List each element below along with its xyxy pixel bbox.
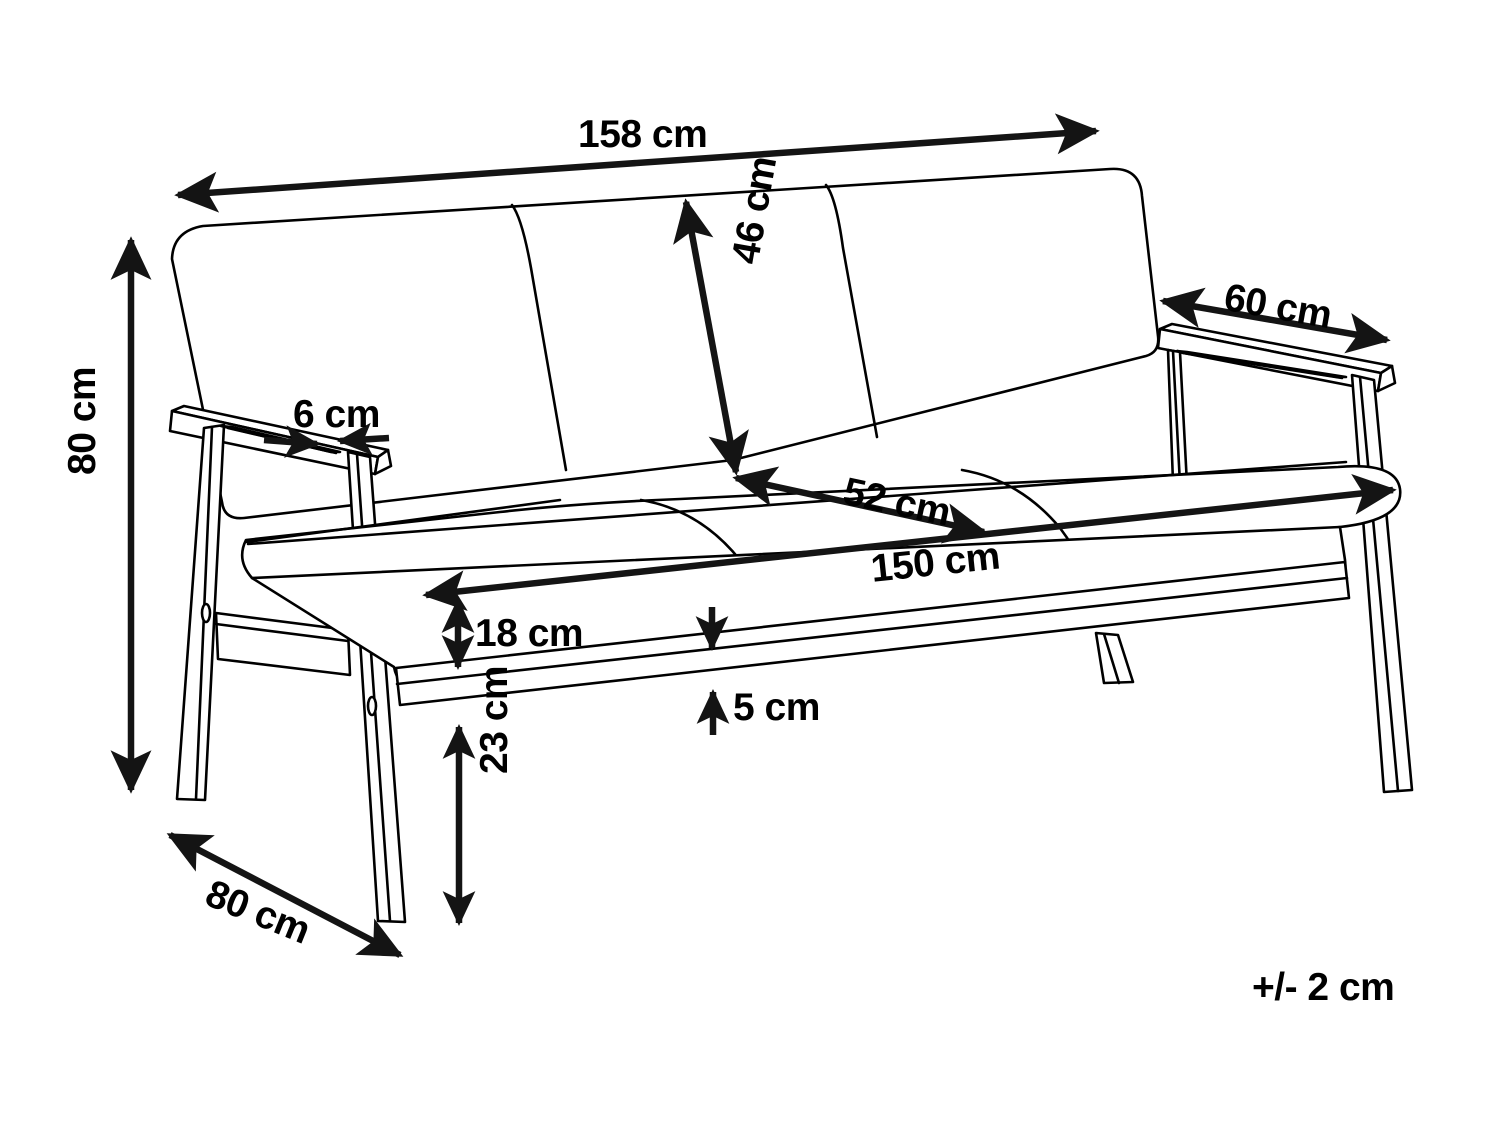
dim-arrow-80cm-depth — [166, 832, 404, 958]
dim-arrow-6cm-left — [263, 425, 321, 458]
right-armrest-end — [1376, 364, 1397, 393]
dim-arrow-6cm-right — [336, 422, 390, 456]
label-tolerance: +/- 2 cm — [1252, 966, 1395, 1009]
left-rear-leg — [175, 423, 226, 802]
left-rear-leg-joint-dot — [200, 602, 212, 624]
left-armrest-end — [373, 448, 393, 476]
rear-seat-band — [245, 498, 562, 544]
right-front-leg — [1350, 373, 1414, 794]
left-side-stretcher-edge — [214, 622, 350, 643]
label-158cm: 158 cm — [578, 113, 708, 156]
left-front-leg-joint-dot — [366, 695, 378, 717]
label-23cm: 23 cm — [473, 665, 516, 774]
sofa-outline — [168, 167, 1414, 924]
dimension-arrows — [110, 113, 1397, 958]
center-leg-edge — [1102, 632, 1121, 685]
dim-arrow-150cm — [422, 473, 1397, 612]
right-side-spindle-edge — [1181, 351, 1344, 380]
label-5cm: 5 cm — [733, 686, 820, 729]
dim-arrow-60cm — [1159, 287, 1391, 354]
center-leg — [1094, 631, 1135, 685]
label-80cm-height: 80 cm — [61, 366, 104, 475]
backrest-panel — [170, 167, 1160, 520]
label-18cm: 18 cm — [475, 612, 584, 655]
dim-arrow-158cm — [174, 113, 1100, 213]
label-6cm: 6 cm — [293, 393, 380, 436]
dim-arrow-46cm — [673, 198, 749, 476]
